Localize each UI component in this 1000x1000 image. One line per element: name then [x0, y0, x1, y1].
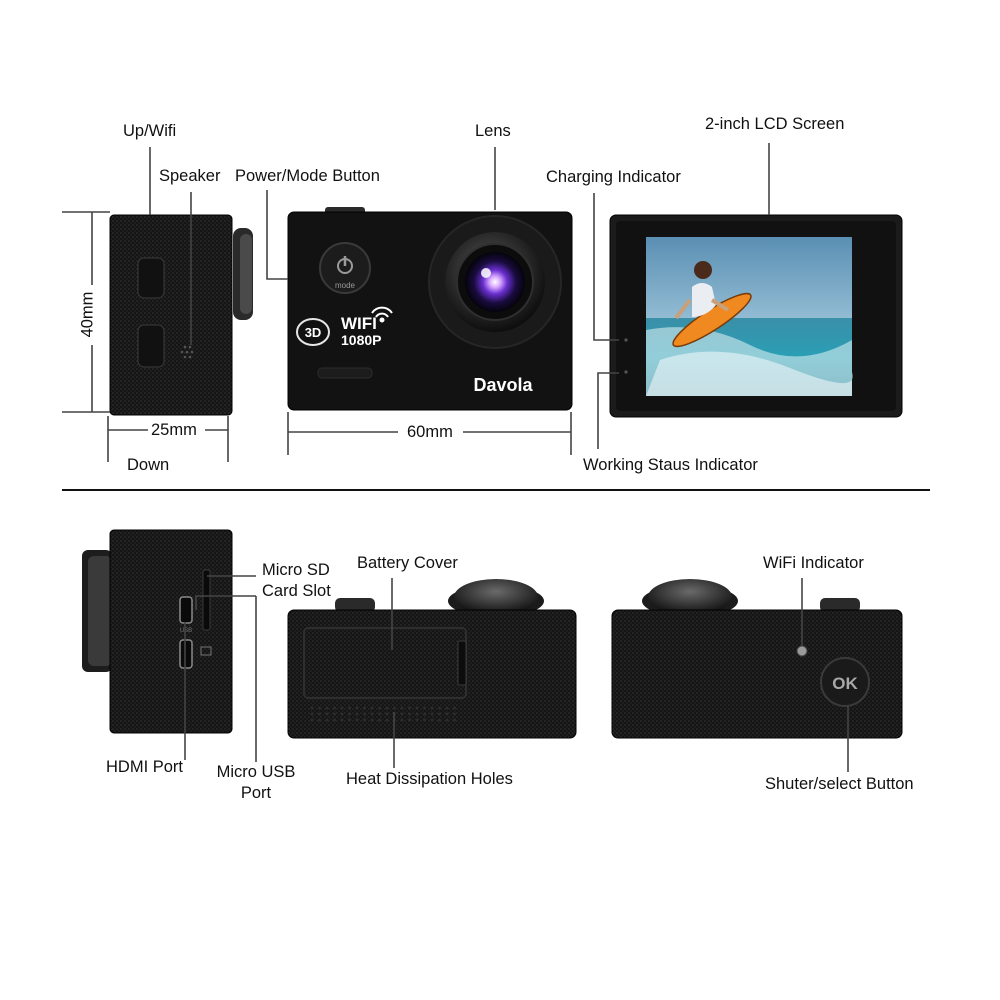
label-dim-width: 60mm — [407, 423, 453, 441]
heat-holes — [310, 706, 456, 722]
speaker-holes — [180, 345, 194, 359]
label-charging: Charging Indicator — [546, 168, 681, 186]
label-lens: Lens — [475, 122, 511, 140]
camera-front-view: mode 3D WIFI 1080P Davola — [287, 207, 573, 411]
label-lcd: 2-inch LCD Screen — [705, 115, 845, 133]
camera-back-view — [609, 214, 903, 418]
lcd-screen — [646, 237, 853, 396]
ok-button-shape — [820, 657, 870, 707]
label-down: Down — [127, 456, 170, 474]
wifi-indicator-led — [796, 645, 808, 657]
label-working: Working Staus Indicator — [583, 456, 758, 474]
label-shutter: Shuter/select Button — [765, 775, 914, 793]
power-mode-button — [319, 242, 371, 294]
label-wifi-indicator: WiFi Indicator — [763, 554, 864, 572]
badge-3d — [296, 318, 330, 346]
res-text: 1080P — [341, 332, 381, 348]
label-dim-height: 40mm — [78, 291, 97, 338]
lens-glass — [465, 252, 525, 312]
label-micro-sd: Micro SD Card Slot — [262, 560, 331, 602]
mode-text: mode — [335, 281, 356, 290]
camera-side-view-ports: USB — [82, 529, 233, 734]
camera-bottom-view — [287, 579, 577, 739]
svg-text:USB: USB — [180, 628, 192, 634]
label-heat: Heat Dissipation Holes — [346, 770, 513, 788]
label-micro-usb-line2: Port — [240, 784, 272, 802]
camera-right-view: OK — [611, 579, 903, 739]
micro-usb-port-shape — [179, 596, 193, 624]
hdmi-port-shape — [179, 639, 193, 669]
wifi-icon — [371, 306, 393, 323]
svg-text:3D: 3D — [305, 325, 322, 340]
ok-text: OK — [832, 674, 858, 693]
callout-lines-top — [62, 143, 770, 462]
label-speaker: Speaker — [159, 167, 221, 185]
label-up-wifi: Up/Wifi — [123, 122, 177, 140]
label-micro-usb: Micro USB Port — [208, 762, 304, 804]
brand-text: Davola — [473, 375, 533, 395]
label-battery: Battery Cover — [357, 554, 458, 572]
sd-slot — [202, 569, 211, 631]
camera-side-view-left — [109, 214, 253, 416]
label-micro-sd-line2: Card Slot — [262, 582, 331, 600]
label-micro-usb-line1: Micro USB — [216, 763, 296, 781]
label-hdmi: HDMI Port — [106, 758, 184, 776]
callout-lines-bottom — [184, 575, 849, 772]
label-power-mode: Power/Mode Button — [235, 167, 380, 185]
wifi-text: WIFI — [341, 314, 377, 333]
label-dim-depth: 25mm — [151, 421, 197, 439]
label-micro-sd-line1: Micro SD — [262, 561, 330, 579]
